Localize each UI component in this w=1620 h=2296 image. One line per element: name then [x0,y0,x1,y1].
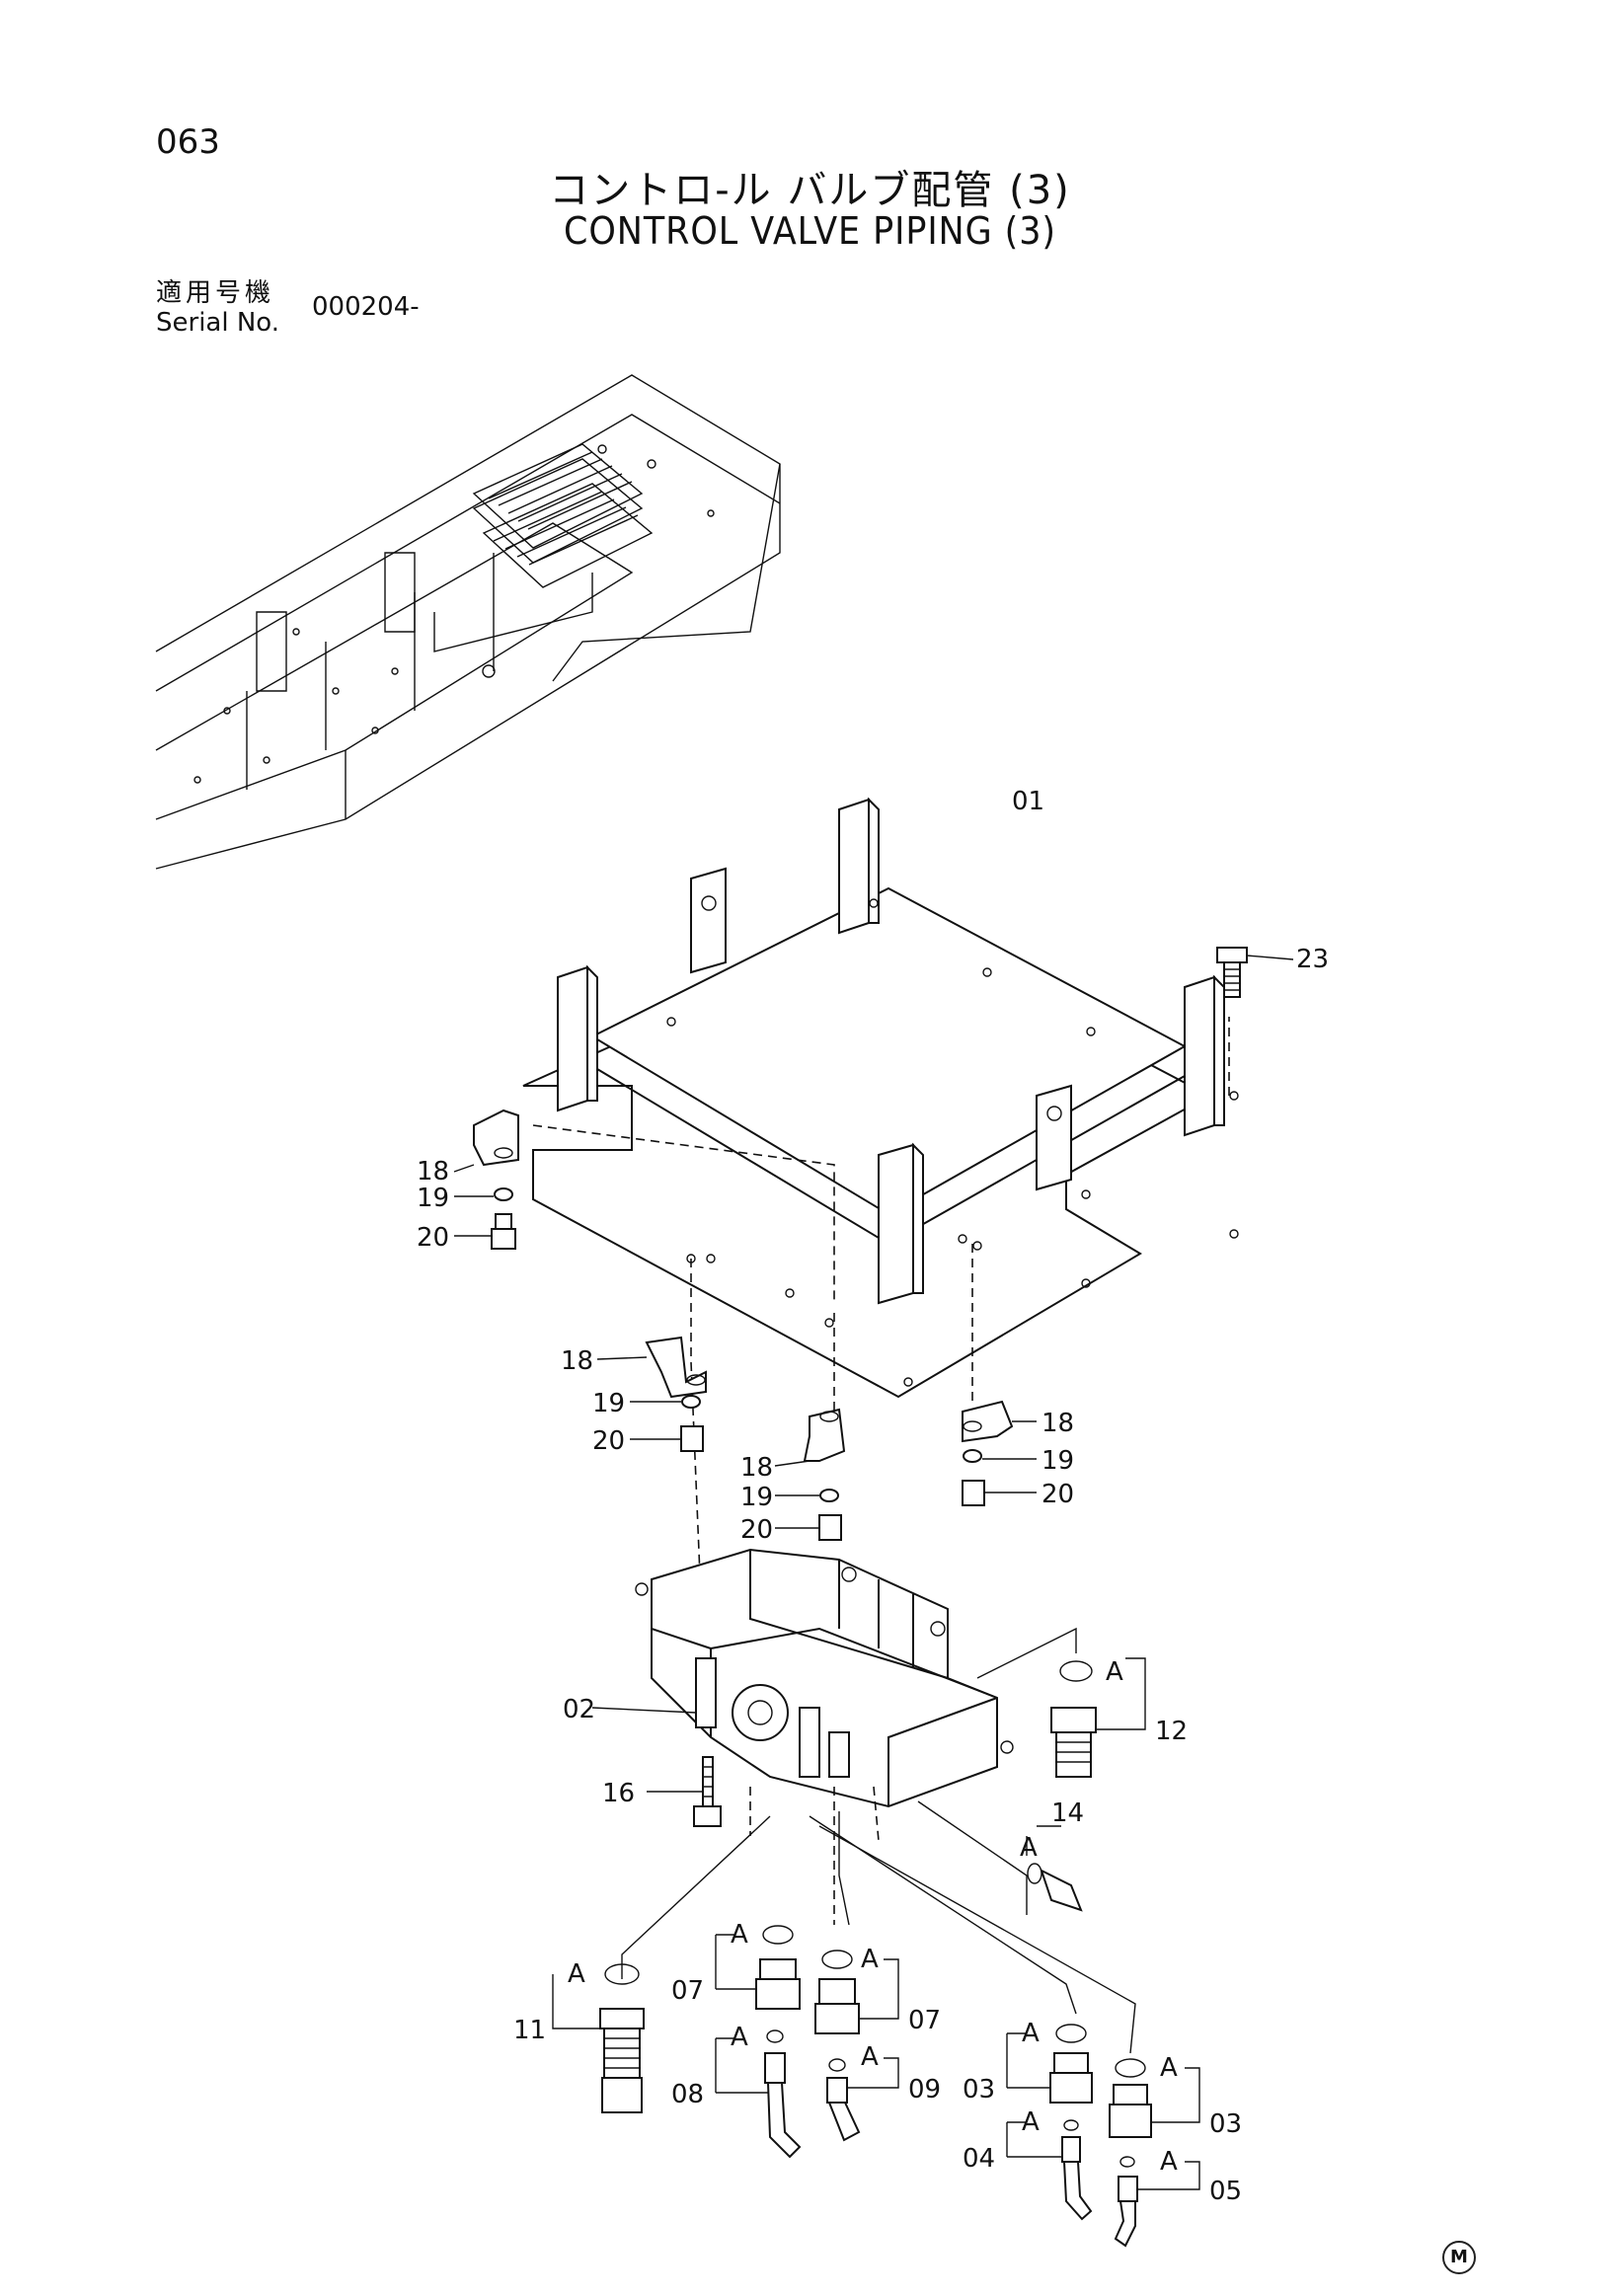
callout-11: 11 [513,2016,546,2045]
serial-number-value: 000204- [312,292,420,322]
oring-mark-a: A [731,2023,748,2052]
oring-mark-a: A [861,1945,879,1974]
callout-01: 01 [1012,787,1044,816]
callout-14: 14 [1051,1799,1084,1828]
oring-mark-a: A [1022,2107,1040,2137]
bracket-set-left [453,1109,519,1250]
callout-18: 18 [1041,1409,1074,1438]
oring-mark-a: A [731,1920,748,1950]
callout-20: 20 [1041,1480,1074,1509]
callout-16: 16 [602,1779,635,1808]
callout-20: 20 [417,1223,449,1253]
leader-lines [621,1627,1136,2054]
bolt-23 [1216,947,1294,998]
manufacturer-mark: M [1442,2241,1476,2274]
fitting-11 [552,1963,645,2113]
oring-mark-a: A [1160,2053,1178,2083]
callout-08: 08 [671,2080,704,2109]
callout-18: 18 [740,1453,773,1483]
bolt-16 [647,1756,722,1827]
fitting-04 [1006,2119,1093,2221]
serial-label-japanese: 適用号機 [156,278,275,308]
mounting-plate-assembly [507,797,1239,1600]
title-english: CONTROL VALVE PIPING (3) [564,209,1056,253]
callout-07: 07 [671,1976,704,2006]
callout-04: 04 [963,2144,995,2174]
callout-20: 20 [592,1426,625,1456]
callout-19: 19 [740,1483,773,1512]
serial-label-english: Serial No. [156,308,279,338]
fitting-03-left [1006,2024,1093,2104]
fitting-07-left [715,1925,801,2010]
fitting-07-right [814,1950,899,2034]
frame-overview [155,374,781,870]
oring-mark-a: A [568,1959,585,1989]
oring-mark-a: A [1020,1833,1038,1863]
callout-18: 18 [417,1157,449,1186]
bracket-set-mid-left [596,1336,707,1452]
fitting-09 [826,2057,899,2142]
bracket-set-right [962,1400,1037,1506]
callout-05: 05 [1209,2177,1242,2206]
callout-labels: 01 23 18 19 20 18 19 20 18 19 20 18 19 2… [417,787,1329,2206]
fitting-05 [1114,2156,1200,2248]
callout-12: 12 [1155,1717,1188,1746]
oring-markers: A A A A A A A A A A A [568,1657,1178,2177]
oring-mark-a: A [861,2042,879,2072]
callout-03: 03 [1209,2109,1242,2139]
title-japanese: コントロ-ル バルブ配管 (3) [549,168,1071,213]
callout-19: 19 [1041,1446,1074,1476]
callout-18: 18 [561,1346,593,1376]
control-valve [591,1548,1014,1925]
fitting-03-right [1109,2058,1200,2138]
bracket-set-center [774,1408,846,1541]
callout-20: 20 [740,1515,773,1545]
oring-mark-a: A [1160,2147,1178,2177]
callout-07: 07 [908,2006,941,2035]
callout-23: 23 [1296,945,1329,974]
callout-19: 19 [592,1389,625,1418]
page-number: 063 [156,122,220,162]
oring-mark-a: A [1022,2019,1040,2048]
fitting-14 [1026,1825,1083,1912]
oring-mark-a: A [1106,1657,1123,1687]
callout-03: 03 [963,2075,995,2105]
fitting-12 [1050,1657,1146,1778]
callout-09: 09 [908,2075,941,2105]
callout-19: 19 [417,1184,449,1213]
fitting-08 [715,2029,802,2159]
callout-02: 02 [563,1695,595,1724]
